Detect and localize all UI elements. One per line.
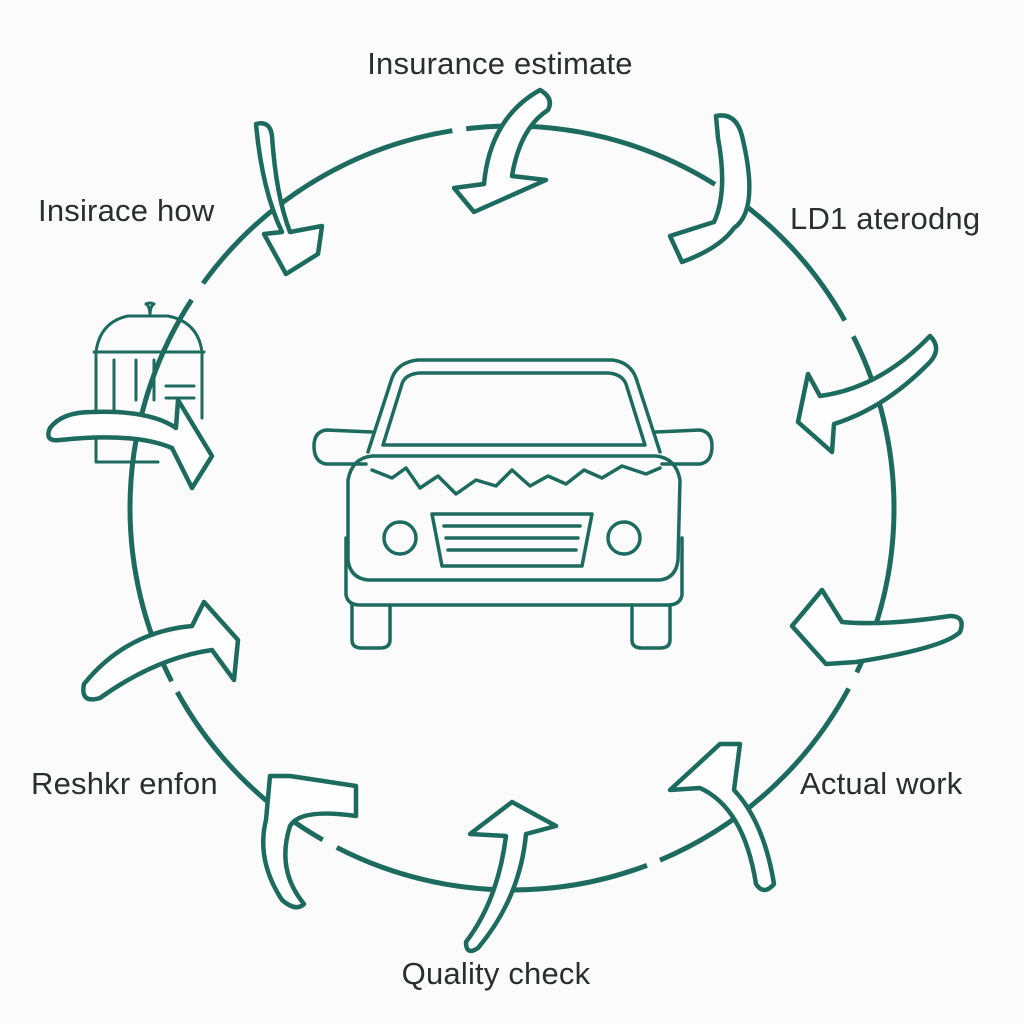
curved-arrow-icon: [451, 87, 552, 215]
step-label-top-right: LD1 aterodng: [790, 201, 981, 236]
curved-arrow-icon: [667, 113, 752, 265]
curved-arrow-icon: [795, 333, 939, 455]
step-label-insurance-estimate: Insurance estimate: [367, 46, 633, 81]
step-label-bottom-left: Reshkr enfon: [31, 766, 218, 801]
step-label-quality-check: Quality check: [401, 956, 591, 991]
repair-shop-icon: [92, 301, 206, 464]
curved-arrow-icon: [789, 587, 964, 667]
damaged-car-icon: [312, 358, 714, 650]
curved-arrow-icon: [46, 397, 215, 491]
curved-arrow-icon: [253, 121, 325, 277]
curved-arrow-icon: [463, 799, 559, 954]
step-label-top-left: Insirace how: [38, 193, 215, 228]
curved-arrow-icon: [81, 599, 241, 702]
curved-arrow-icon: [260, 773, 359, 910]
curved-arrow-icon: [667, 741, 777, 893]
step-label-actual-work: Actual work: [800, 766, 963, 801]
cycle-ring: [127, 123, 897, 893]
